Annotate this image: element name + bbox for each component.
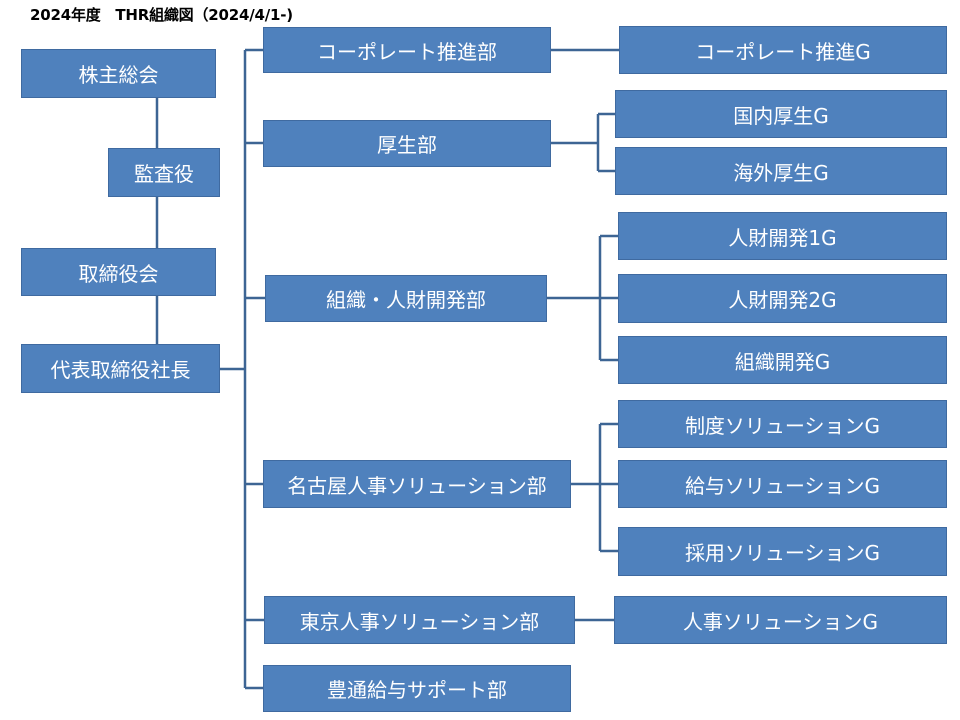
group-hr-dev-1-label: 人財開発1G bbox=[728, 225, 837, 250]
group-recruit-solution-box: 採用ソリューションG bbox=[618, 527, 947, 576]
group-salary-solution-label: 給与ソリューションG bbox=[684, 473, 881, 498]
dept-org-hr-box: 組織・人財開発部 bbox=[265, 275, 547, 322]
group-org-dev-box: 組織開発G bbox=[618, 336, 947, 384]
group-hr-dev-2-label: 人財開発2G bbox=[728, 288, 837, 312]
group-hr-dev-1-box: 人財開発1G bbox=[618, 212, 947, 260]
group-org-dev-label: 組織開発G bbox=[734, 349, 831, 374]
dept-nagoya-box: 名古屋人事ソリューション部 bbox=[263, 460, 571, 508]
dept-tokyo-box: 東京人事ソリューション部 bbox=[264, 596, 575, 644]
dept-welfare-box: 厚生部 bbox=[263, 120, 551, 167]
group-hr-solution-label: 人事ソリューションG bbox=[682, 609, 879, 634]
president-label: 代表取締役社長 bbox=[50, 358, 191, 382]
group-salary-solution-box: 給与ソリューションG bbox=[618, 460, 947, 508]
group-corporate-label: コーポレート推進G bbox=[695, 39, 871, 64]
shareholders-meeting-label: 株主総会 bbox=[78, 63, 159, 87]
shareholders-meeting-box: 株主総会 bbox=[21, 49, 216, 98]
dept-payroll-box: 豊通給与サポート部 bbox=[263, 665, 571, 712]
dept-org-hr-label: 組織・人財開発部 bbox=[326, 288, 486, 312]
auditor-box: 監査役 bbox=[108, 148, 220, 197]
group-domestic-welfare-box: 国内厚生G bbox=[615, 90, 947, 138]
board-of-directors-box: 取締役会 bbox=[21, 248, 216, 296]
group-system-solution-box: 制度ソリューションG bbox=[618, 400, 947, 448]
group-domestic-welfare-label: 国内厚生G bbox=[733, 103, 829, 128]
dept-payroll-label: 豊通給与サポート部 bbox=[327, 678, 507, 702]
group-overseas-welfare-label: 海外厚生G bbox=[733, 160, 829, 185]
dept-nagoya-label: 名古屋人事ソリューション部 bbox=[287, 473, 547, 498]
dept-tokyo-label: 東京人事ソリューション部 bbox=[299, 609, 540, 634]
group-overseas-welfare-box: 海外厚生G bbox=[615, 147, 947, 195]
group-recruit-solution-label: 採用ソリューションG bbox=[684, 541, 881, 565]
dept-corporate-label: コーポレート推進部 bbox=[317, 39, 497, 64]
group-hr-dev-2-box: 人財開発2G bbox=[618, 274, 947, 323]
chart-title: 2024年度 THR組織図（2024/4/1-) bbox=[30, 6, 293, 24]
group-system-solution-label: 制度ソリューションG bbox=[684, 413, 881, 438]
dept-welfare-label: 厚生部 bbox=[377, 133, 437, 157]
group-hr-solution-box: 人事ソリューションG bbox=[614, 596, 947, 644]
group-corporate-box: コーポレート推進G bbox=[619, 26, 947, 74]
auditor-label: 監査役 bbox=[134, 162, 194, 186]
president-box: 代表取締役社長 bbox=[21, 344, 220, 393]
board-of-directors-label: 取締役会 bbox=[78, 261, 159, 286]
dept-corporate-box: コーポレート推進部 bbox=[263, 27, 551, 73]
